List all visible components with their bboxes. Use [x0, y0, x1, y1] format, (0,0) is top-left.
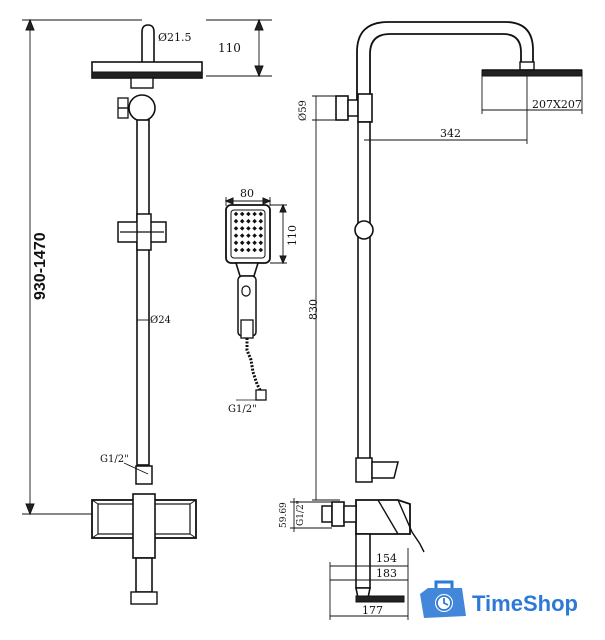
- clock-suitcase-icon: [420, 580, 466, 618]
- dim-hand-width: 80: [240, 187, 254, 200]
- dim-total-height: 930-1470: [32, 232, 49, 300]
- watermark-brand: TimeShop: [472, 591, 578, 616]
- dim-side-range: 59.69: [279, 502, 289, 528]
- hand-shower-view: [224, 197, 287, 401]
- dim-side-thread: G1/2": [296, 500, 306, 526]
- dim-hand-height: 110: [286, 225, 299, 246]
- dim-rail-diameter: Ø24: [150, 315, 171, 326]
- dim-arm-reach: 342: [440, 127, 461, 140]
- side-view: [290, 21, 583, 620]
- dim-depth-183: 183: [376, 567, 397, 580]
- dim-hand-inlet: G1/2": [228, 404, 257, 415]
- watermark: TimeShop: [420, 580, 578, 618]
- dim-depth-177: 177: [362, 604, 383, 617]
- nozzle-dot: [258, 240, 264, 246]
- dim-wall-diameter: Ø59: [298, 100, 309, 121]
- dim-inlet-left: G1/2": [100, 454, 129, 465]
- nozzle-dot: [258, 218, 264, 224]
- nozzle-dot: [258, 233, 264, 238]
- nozzle-dot: [252, 226, 257, 231]
- dim-depth-154: 154: [376, 552, 397, 565]
- dimension-labels: Ø21.5 110 930-1470 Ø24 G1/2" 80 110 G1/2…: [32, 31, 582, 617]
- nozzle-dot: [258, 211, 264, 217]
- front-view: [22, 18, 272, 605]
- nozzle-dot: [258, 226, 264, 231]
- dim-rod-diameter: Ø21.5: [158, 31, 192, 44]
- nozzle-dot: [252, 218, 257, 224]
- dim-arm-height: 110: [218, 41, 241, 55]
- dim-mixer-height: 830: [307, 299, 320, 320]
- dim-head-size: 207X207: [532, 98, 582, 111]
- nozzle-dot: [258, 247, 264, 253]
